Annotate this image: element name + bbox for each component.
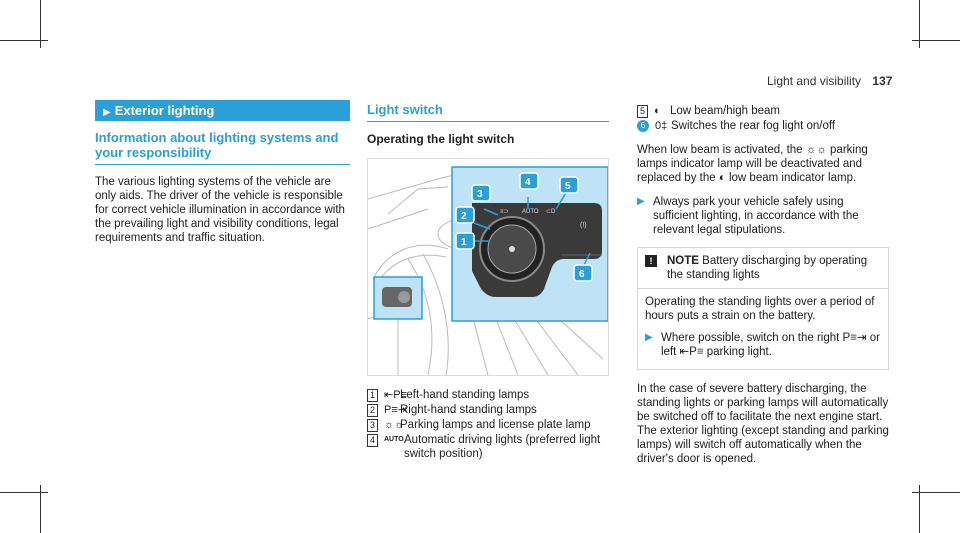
arrow-icon: ▶ (645, 332, 653, 343)
column-2: Light switch Operating the light switch (367, 100, 609, 462)
legend-list: 1 ⇤P≡ Left-hand standing lamps 2 P≡⇥ Rig… (367, 388, 609, 461)
legend-number: 2 (367, 404, 378, 417)
crop-mark (40, 485, 41, 533)
legend-text: Switches the rear fog light on/off (671, 120, 836, 132)
legend-item: 3 ☼☼ Parking lamps and license plate lam… (367, 418, 609, 432)
legend-item: 6 0‡ Switches the rear fog light on/off (637, 119, 889, 133)
crop-mark (0, 40, 48, 41)
light-switch-illustration: AUTO ≡⊃ ⊂D (!) 1 2 3 (368, 166, 608, 375)
legend-number: 4 (367, 434, 378, 447)
svg-text:≡⊃: ≡⊃ (500, 209, 509, 215)
step-text: Always park your vehicle safely using su… (653, 196, 859, 236)
legend-number: 3 (367, 419, 378, 432)
section-band: ▶Exterior lighting (95, 100, 350, 121)
instruction-step: ▶ Where possible, switch on the right P≡… (645, 331, 881, 359)
callout-5: 5 (565, 181, 571, 192)
running-head: Light and visibility 137 (767, 74, 892, 88)
section-title: Light switch (367, 102, 609, 122)
crop-mark (919, 485, 920, 533)
right-standing-lamp-icon: P≡⇥ (384, 404, 407, 416)
callout-3: 3 (477, 189, 483, 200)
note-title-text: Battery discharging by operating the sta… (667, 255, 868, 281)
legend-text: Low beam/high beam (670, 105, 780, 117)
divider (638, 288, 888, 289)
legend-number: 1 (367, 389, 378, 402)
legend-item: 2 P≡⇥ Right-hand standing lamps (367, 403, 609, 417)
crop-mark (912, 40, 960, 41)
callout-6: 6 (579, 269, 585, 280)
left-standing-lamp-icon: ⇤P≡ (384, 389, 407, 401)
light-switch-figure: AUTO ≡⊃ ⊂D (!) 1 2 3 (367, 158, 609, 376)
running-head-title: Light and visibility (767, 74, 862, 88)
legend-text: Parking lamps and license plate lamp (400, 419, 591, 431)
svg-text:(!): (!) (580, 222, 587, 229)
auto-icon: AUTO (384, 436, 404, 443)
crop-mark (40, 0, 41, 48)
legend-item: 5 ◐ Low beam/high beam (637, 104, 889, 118)
svg-text:⊂D: ⊂D (546, 209, 556, 215)
step-text: Where possible, switch on the right P≡⇥ … (661, 332, 880, 358)
page-number: 137 (872, 74, 893, 88)
crop-mark (919, 0, 920, 48)
legend-item: 1 ⇤P≡ Left-hand standing lamps (367, 388, 609, 402)
instruction-step: ▶ Always park your vehicle safely using … (637, 195, 889, 237)
legend-item: 4 AUTO Automatic driving lights (preferr… (367, 433, 609, 461)
low-beam-icon: ◐ (654, 105, 661, 117)
legend-text: Right-hand standing lamps (400, 404, 537, 416)
note-title: NOTE (667, 255, 699, 267)
section-band-title: Exterior lighting (114, 103, 215, 118)
crop-mark (0, 492, 48, 493)
paragraph: In the case of severe battery dischargin… (637, 383, 889, 423)
crop-mark (912, 492, 960, 493)
callout-4: 4 (525, 177, 531, 188)
warning-icon: ! (645, 255, 657, 267)
note-header: ! NOTE Battery discharging by operating … (645, 254, 881, 282)
column-3: 5 ◐ Low beam/high beam 6 0‡ Switches the… (637, 104, 889, 466)
sub-title: Operating the light switch (367, 132, 515, 146)
note-body: Operating the standing lights over a per… (645, 296, 875, 322)
callout-2: 2 (461, 211, 467, 222)
triangle-icon: ▶ (103, 107, 111, 118)
legend-text: Automatic driving lights (preferred ligh… (404, 434, 601, 460)
callout-1: 1 (461, 237, 467, 248)
arrow-icon: ▶ (637, 196, 645, 207)
legend-text: Left-hand standing lamps (400, 389, 530, 401)
note-box: ! NOTE Battery discharging by operating … (637, 247, 889, 370)
auto-label: AUTO (522, 209, 539, 215)
legend-number: 5 (637, 105, 648, 118)
parking-lamp-icon: ☼☼ (384, 419, 405, 431)
legend-number-badge: 6 (637, 120, 649, 132)
body-text: The various lighting systems of the vehi… (95, 176, 345, 244)
paragraph: The exterior lighting (except standing a… (637, 425, 889, 465)
subheading: Information about lighting systems and y… (95, 130, 350, 165)
rear-fog-light-icon: 0‡ (655, 120, 668, 132)
paragraph: When low beam is activated, the ☼☼ parki… (637, 144, 868, 184)
column-1: ▶Exterior lighting Information about lig… (95, 100, 350, 245)
